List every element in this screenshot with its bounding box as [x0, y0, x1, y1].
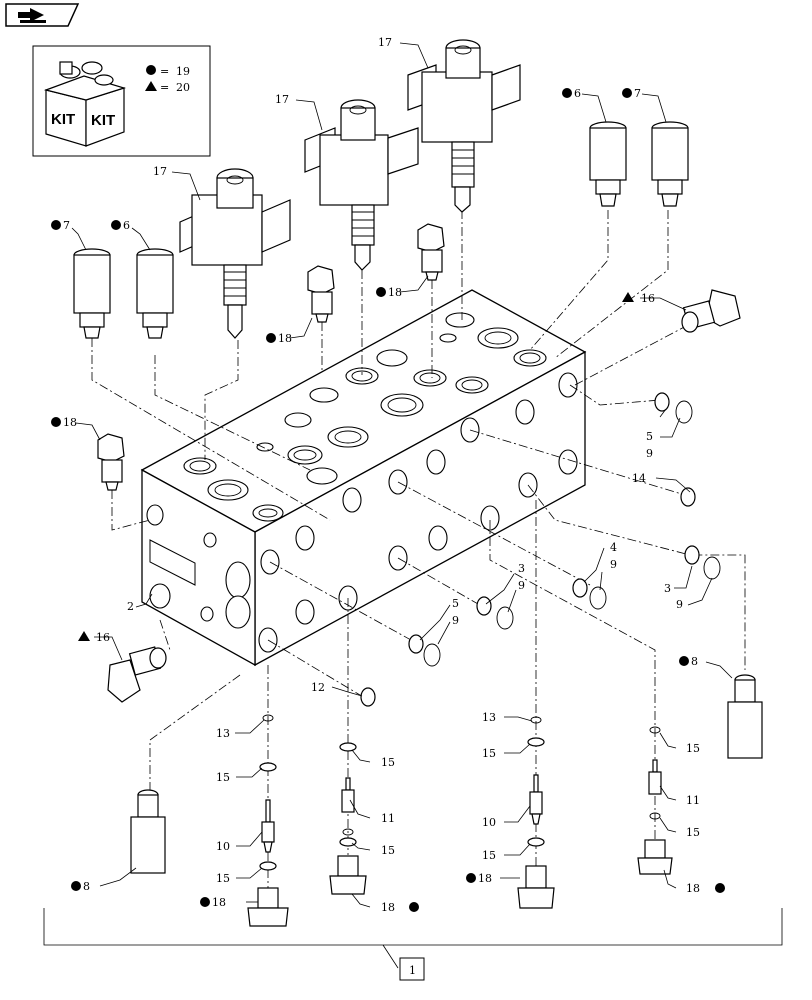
callout-16: 16 — [96, 631, 110, 644]
callout-7: 7 — [634, 87, 641, 100]
cartridge-7-right — [651, 121, 689, 207]
callout-3: 3 — [664, 582, 671, 595]
callout-10: 10 — [482, 816, 496, 829]
callout-8: 8 — [83, 880, 90, 893]
legend-dot-icon — [146, 65, 156, 75]
callout-3: 3 — [518, 562, 525, 575]
callout-16: 16 — [641, 292, 655, 305]
callout-15: 15 — [482, 849, 496, 862]
callout-8: 8 — [691, 655, 698, 668]
callout-9: 9 — [452, 614, 459, 627]
callout-18: 18 — [63, 416, 77, 429]
nav-arrow-icon[interactable] — [5, 3, 80, 27]
callout-5: 5 — [452, 597, 459, 610]
cartridge-7-left — [73, 248, 111, 339]
callout-6: 6 — [574, 87, 581, 100]
callout-13: 13 — [482, 711, 496, 724]
callout-18: 18 — [212, 896, 226, 909]
solenoid-valve-17-left — [179, 168, 291, 339]
seals — [360, 392, 721, 707]
kit-legend-box: KIT KIT = 19 = 20 — [32, 45, 211, 157]
bottom-stack-1 — [247, 714, 289, 927]
name-plate — [149, 539, 196, 586]
kit-box-icon: KIT KIT — [43, 61, 127, 147]
callout-17: 17 — [275, 93, 289, 106]
valve-block — [140, 289, 587, 667]
callout-15: 15 — [686, 742, 700, 755]
callout-14: 14 — [632, 472, 646, 485]
callout-18: 18 — [278, 332, 292, 345]
plug-18-left — [97, 433, 125, 491]
assembly-bracket: 1 — [43, 908, 783, 981]
solenoid-valve-17-middle — [304, 99, 419, 271]
legend-dot-value: 19 — [176, 65, 190, 78]
legend-triangle-equals: = — [160, 81, 169, 94]
callout-11: 11 — [381, 812, 395, 825]
callout-9: 9 — [610, 558, 617, 571]
solenoid-valve-17-right — [407, 39, 521, 213]
callout-15: 15 — [381, 844, 395, 857]
callout-15: 15 — [216, 872, 230, 885]
check-valve-8-left — [130, 789, 166, 874]
callout-9: 9 — [646, 447, 653, 460]
cartridge-6-right — [589, 121, 627, 207]
leader-lines — [71, 42, 733, 908]
assembly-number: 1 — [409, 964, 416, 977]
callout-labels: 17 17 17 6 7 7 6 18 18 18 16 16 5 9 14 4… — [51, 36, 725, 914]
callout-18: 18 — [686, 882, 700, 895]
callout-7: 7 — [63, 219, 70, 232]
bottom-stack-4 — [637, 726, 673, 875]
callout-18: 18 — [381, 901, 395, 914]
kit-label-right: KIT — [91, 112, 115, 129]
relief-16-right — [681, 289, 741, 333]
callout-17: 17 — [378, 36, 392, 49]
callout-15: 15 — [686, 826, 700, 839]
bottom-stack-2 — [329, 742, 367, 895]
plug-18-top-center — [417, 223, 445, 281]
callout-5: 5 — [646, 430, 653, 443]
callout-15: 15 — [381, 756, 395, 769]
callout-2: 2 — [127, 600, 134, 613]
callout-18: 18 — [388, 286, 402, 299]
bottom-stack-3 — [517, 716, 555, 909]
callout-15: 15 — [482, 747, 496, 760]
legend-triangle-icon — [145, 81, 157, 91]
legend-triangle-value: 20 — [176, 81, 190, 94]
callout-12: 12 — [311, 681, 325, 694]
relief-16-left — [107, 646, 167, 703]
callout-17: 17 — [153, 165, 167, 178]
check-valve-8-right — [727, 674, 763, 759]
callout-9: 9 — [518, 579, 525, 592]
callout-10: 10 — [216, 840, 230, 853]
callout-11: 11 — [686, 794, 700, 807]
callout-13: 13 — [216, 727, 230, 740]
callout-4: 4 — [610, 541, 617, 554]
callout-15: 15 — [216, 771, 230, 784]
callout-6: 6 — [123, 219, 130, 232]
callout-9: 9 — [676, 598, 683, 611]
plug-18-top-left — [307, 265, 335, 323]
kit-label-left: KIT — [51, 111, 75, 128]
legend-dot-equals: = — [160, 65, 169, 78]
cartridge-6-left — [136, 248, 174, 339]
callout-18: 18 — [478, 872, 492, 885]
